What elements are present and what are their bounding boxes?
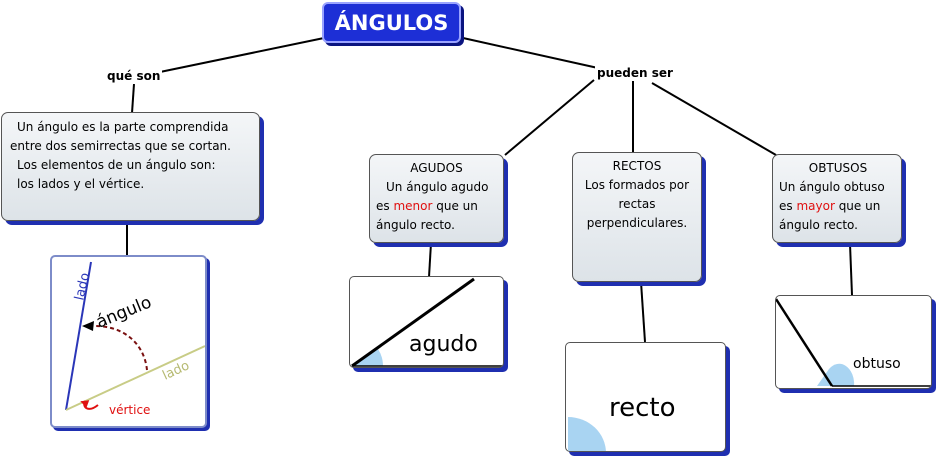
agudos-highlight-menor: menor (393, 199, 433, 213)
title-text: ÁNGULOS (334, 10, 449, 35)
agudo-side-line (351, 277, 475, 367)
obtuso-angle-arc (817, 363, 855, 386)
vertex-label: vértice (109, 403, 150, 417)
angle-label: ángulo (93, 292, 154, 332)
connector-title-pueden-ser (462, 37, 599, 69)
angle-arc-line (91, 324, 148, 371)
rectos-line-3: perpendiculares. (586, 216, 688, 230)
obtusos-line-2-post: que un (834, 199, 881, 213)
definition-line-1: Un ángulo es la parte comprendida (17, 120, 229, 134)
title-node[interactable]: ÁNGULOS (322, 2, 461, 43)
obtusos-line-2: es mayor que un (779, 197, 897, 216)
connector-pueden-ser-obtusos (651, 82, 777, 156)
recto-image[interactable]: recto (565, 342, 726, 452)
agudos-line-3: ángulo recto. (376, 218, 455, 232)
agudos-node[interactable]: AGUDOS Un ángulo agudo es menor que un á… (369, 154, 504, 243)
vertex-arrow-head (80, 400, 90, 408)
obtusos-line-3: ángulo recto. (779, 218, 858, 232)
recto-angle-arc (568, 417, 606, 451)
obtuso-image[interactable]: obtuso (775, 295, 932, 389)
obtusos-line-2-pre: es (779, 199, 797, 213)
agudos-line-2-post: que un (432, 199, 478, 213)
link-label-pueden-ser: pueden ser (595, 65, 675, 81)
recto-drawing (568, 417, 606, 451)
obtusos-node[interactable]: OBTUSOS Un ángulo obtuso es mayor que un… (772, 154, 902, 243)
rectos-node[interactable]: RECTOS Los formados por rectas perpendic… (572, 152, 702, 282)
connector-que-son-definition (131, 83, 135, 114)
rectos-line-1: Los formados por (584, 178, 690, 192)
connector-title-que-son (159, 37, 325, 73)
side-2-label: lado (160, 358, 192, 383)
connector-obtusos-image (849, 243, 853, 296)
connector-rectos-image (640, 281, 646, 343)
obtuso-word: obtuso (853, 356, 901, 372)
definition-line-3: Los elementos de un ángulo son: (17, 158, 216, 172)
angle-arc-arrowhead (82, 321, 94, 331)
agudos-line-1: Un ángulo agudo (386, 180, 489, 194)
connector-pueden-ser-agudos (504, 79, 595, 156)
agudo-word: agudo (409, 332, 478, 357)
obtusos-line-1: Un ángulo obtuso (779, 180, 885, 194)
link-label-que-son-text: qué son (107, 69, 161, 83)
obtusos-highlight-mayor: mayor (796, 199, 835, 213)
obtusos-heading: OBTUSOS (808, 161, 868, 175)
angle-elements-drawing: lado lado ángulo vértice (65, 261, 205, 417)
link-label-pueden-ser-text: pueden ser (597, 66, 673, 80)
definition-line-2: entre dos semirrectas que se cortan. (10, 139, 231, 153)
agudos-heading: AGUDOS (410, 161, 463, 175)
obtuso-drawing (776, 298, 931, 387)
angle-side-1-line (65, 261, 92, 411)
side-1-label: lado (72, 271, 93, 301)
agudo-image[interactable]: agudo (349, 276, 504, 368)
link-label-que-son: qué son (105, 68, 163, 84)
angle-side-2-line (65, 345, 205, 411)
agudos-line-2-pre: es (376, 199, 394, 213)
connector-agudos-image (428, 242, 432, 278)
agudos-line-2: es menor que un (376, 197, 497, 216)
definition-line-4: los lados y el vértice. (17, 177, 145, 191)
obtuso-side-line (776, 298, 834, 387)
recto-word: recto (609, 393, 676, 423)
agudo-drawing (351, 277, 503, 367)
angle-elements-image[interactable]: lado lado ángulo vértice (50, 255, 207, 428)
definition-node[interactable]: Un ángulo es la parte comprendida entre … (1, 112, 260, 221)
rectos-line-2: rectas (618, 197, 656, 211)
rectos-heading: RECTOS (612, 159, 662, 173)
